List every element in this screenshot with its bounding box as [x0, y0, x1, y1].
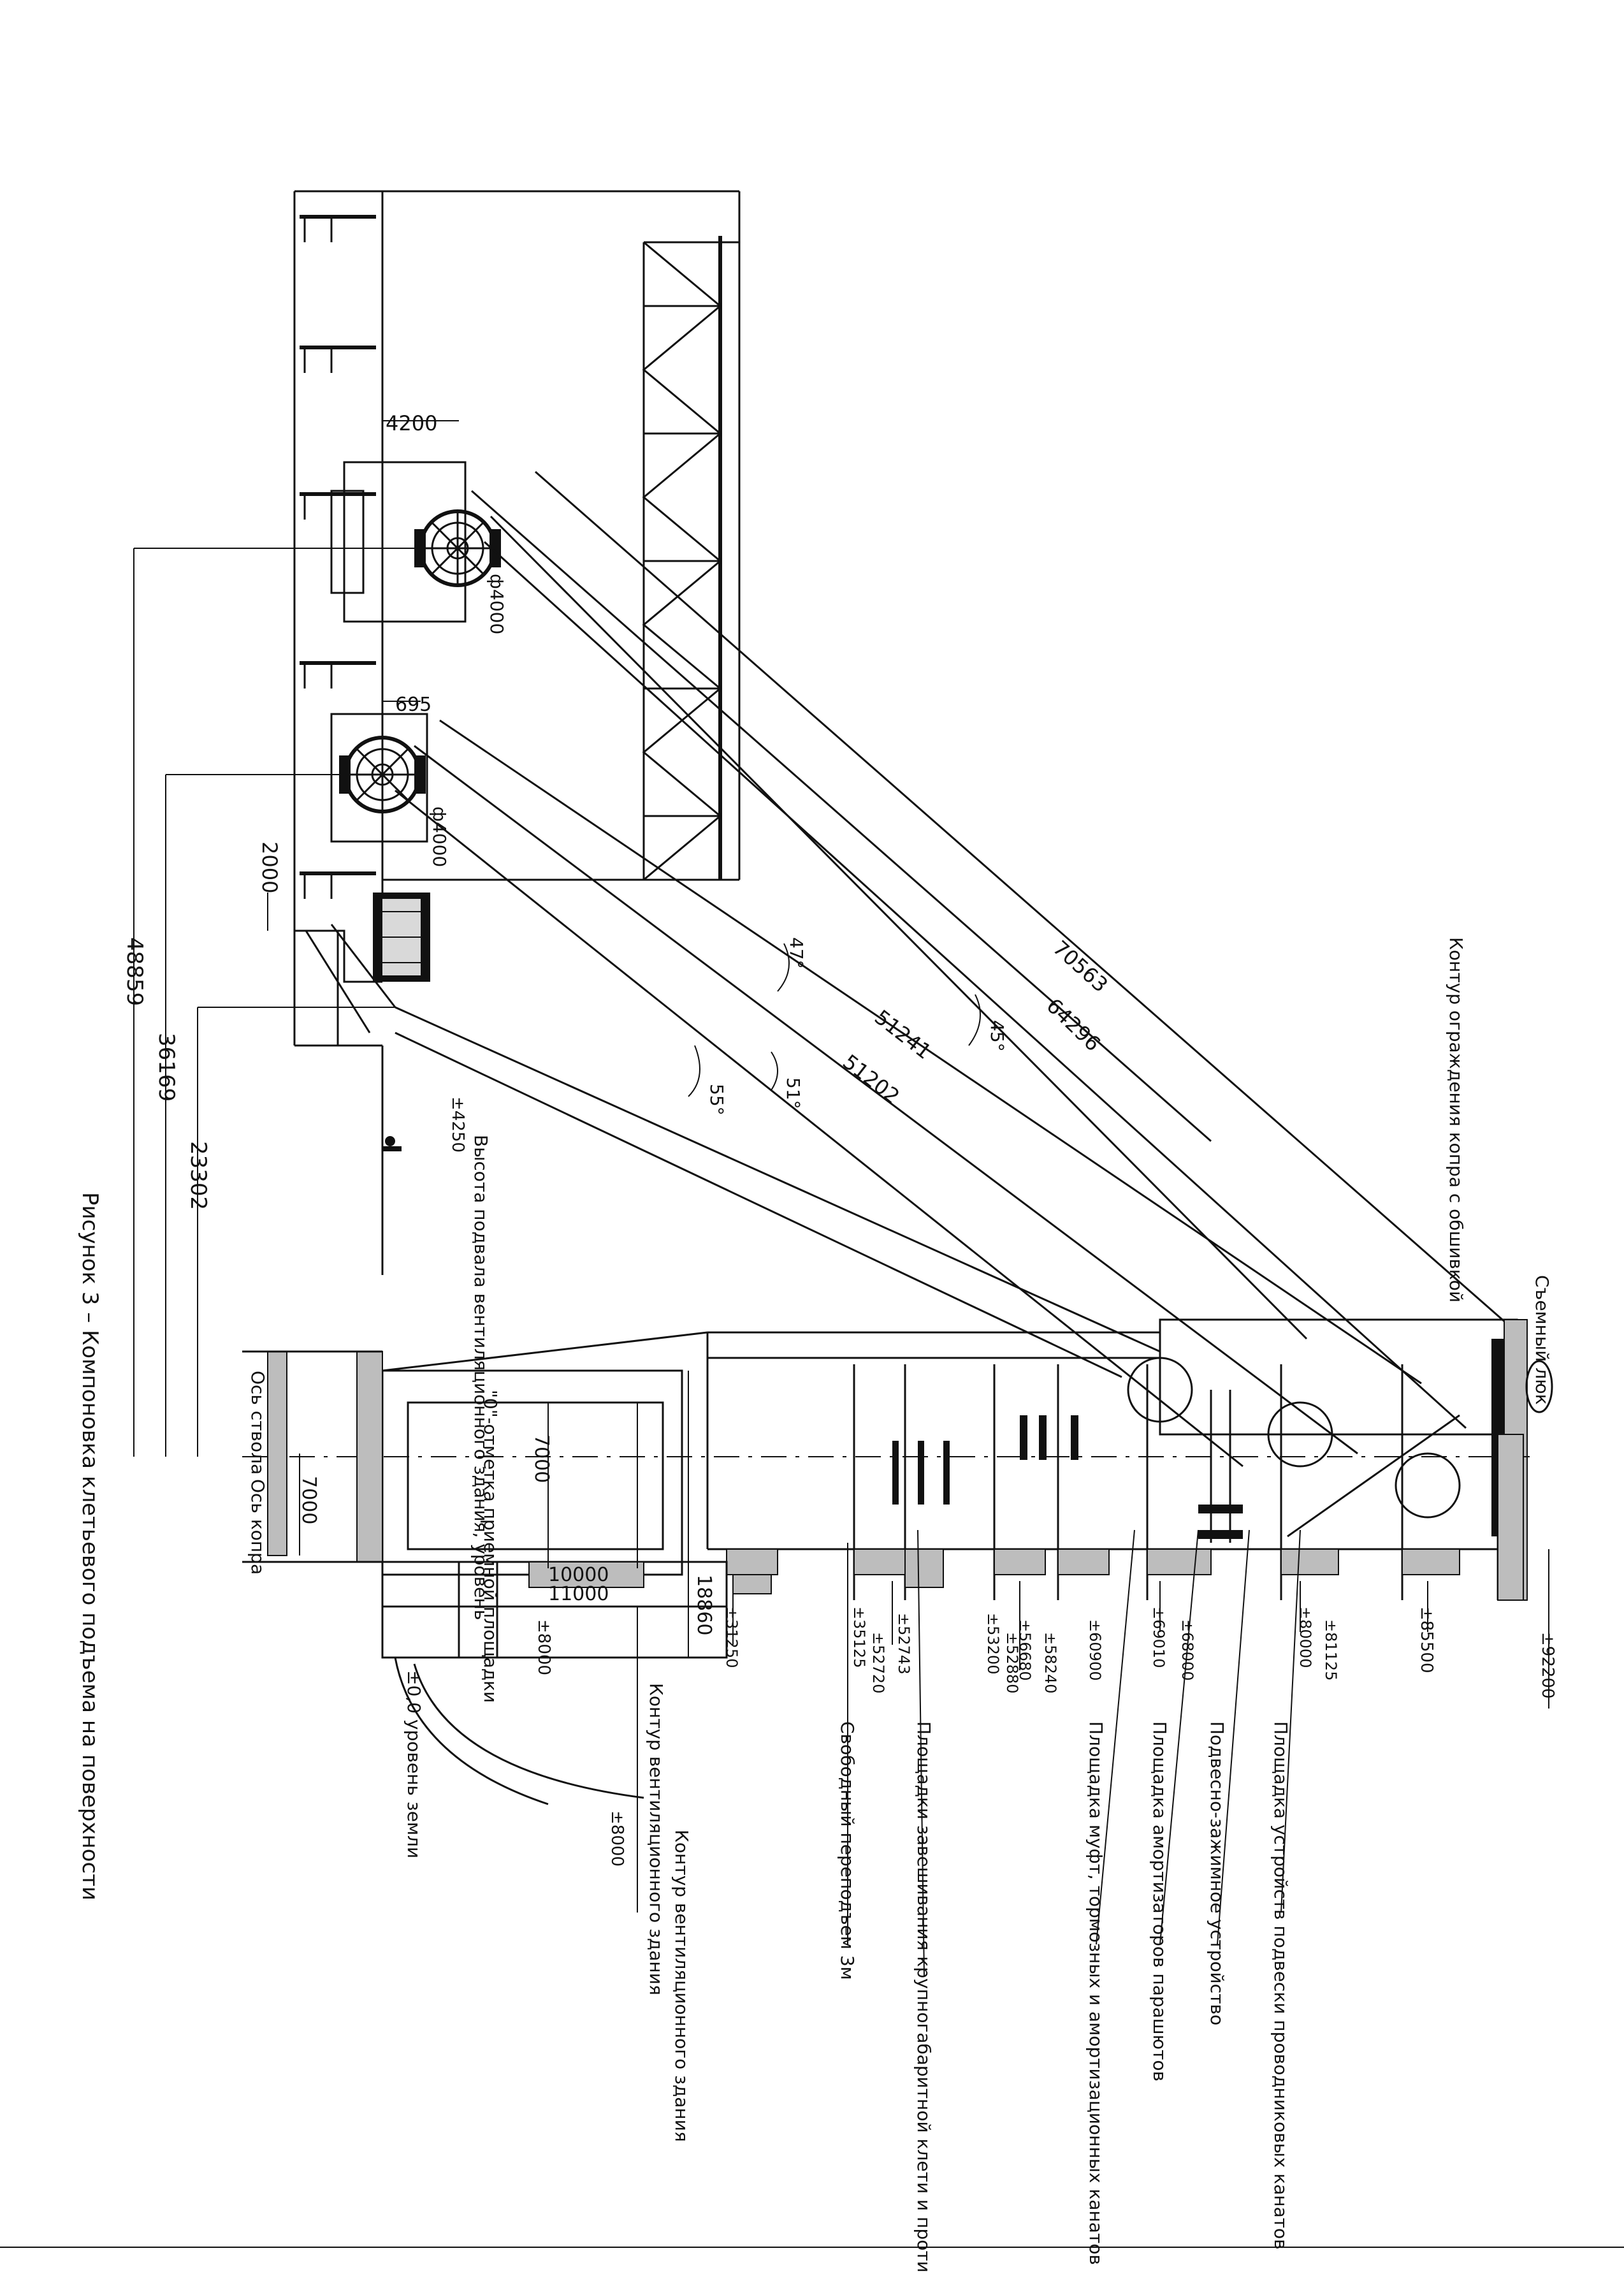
headframe-tower	[242, 1318, 1553, 1805]
callout-leaders	[637, 1529, 1301, 1977]
elev-58240: ±58240	[1041, 1632, 1059, 1693]
winder-upper	[330, 461, 501, 623]
ground-surface-curve	[413, 1663, 644, 1799]
angle-45: 45°	[987, 1020, 1008, 1052]
dim-4200: 4200	[386, 411, 437, 435]
callout-4: Площадка муфт, тормозных и амортизационн…	[1085, 1721, 1106, 2265]
elev-56680: ±56680	[1016, 1619, 1034, 1680]
label-shaft-axis: Ось ствола	[247, 1371, 268, 1475]
angle-55: 55°	[706, 1084, 727, 1116]
headframe-slabs	[726, 1434, 1524, 1601]
caption-text: Рисунок 3 – Компоновка клетьевого подъем…	[77, 1192, 103, 1900]
callout-1: Площадка устройств подвески проводниковы…	[1270, 1721, 1291, 2250]
elev-52720: ±52720	[869, 1632, 887, 1693]
callout-2: Подвесно-зажимное устройство	[1207, 1721, 1228, 2025]
dim-phi-lower: ф4000	[429, 806, 450, 867]
elev-60900: ±60900	[1086, 1619, 1104, 1680]
building-columns	[300, 215, 376, 899]
dim-10000: 10000	[548, 1564, 609, 1586]
dim-70563: 70563	[1048, 936, 1113, 997]
elev-85500: ±85500	[1417, 1607, 1436, 1673]
sheave-3	[1395, 1452, 1461, 1519]
elev-92200: ±92200	[1538, 1632, 1557, 1699]
elev-52743: ±52743	[895, 1613, 913, 1674]
callout-6: Свободный переподъем 3м	[837, 1721, 858, 1980]
elev-35125: ±35125	[850, 1607, 868, 1668]
sheave-1	[1127, 1357, 1193, 1423]
angle-arcs	[688, 943, 981, 1097]
callout-3: Площадка амортизаторов парашютов	[1149, 1721, 1170, 2081]
elev-53200: ±53200	[984, 1613, 1002, 1674]
sheave-2	[1267, 1401, 1333, 1468]
dimension-lines	[133, 420, 689, 1658]
elev-80000: ±80000	[1296, 1607, 1314, 1668]
dim-phi-upper: ф4000	[486, 574, 507, 634]
elev-52880: ±52880	[1003, 1632, 1021, 1693]
angle-47: 47°	[786, 937, 807, 969]
hoist-ropes	[395, 490, 1467, 1468]
elev-8000-b: ±8000	[607, 1811, 627, 1867]
person-marker-icon	[382, 1136, 402, 1151]
label-building-contour-2: Контур вентиляционного здания	[671, 1830, 692, 2142]
elev-4250: ±4250	[448, 1097, 467, 1153]
dim-64296: 64296	[1041, 993, 1105, 1056]
label-headframe-axis: Ось копра	[247, 1479, 268, 1575]
dim-7000-b: 7000	[530, 1434, 553, 1483]
hanging-devices	[892, 1390, 1243, 1543]
winder-lower	[330, 713, 428, 843]
label-headframe-contour: Контур ограждения копра с обшивкой	[1446, 937, 1467, 1302]
dim-51202: 51202	[838, 1049, 904, 1109]
label-ventilation-level: Высота подвала вентиляционного здания, у…	[470, 1135, 491, 1620]
dim-11000: 11000	[548, 1583, 609, 1605]
label-ground-level: ±0,0 уровень земли	[403, 1670, 424, 1858]
dim-48859: 48859	[122, 937, 147, 1006]
elevation-leaders	[732, 1549, 1549, 1709]
dim-7000-a: 7000	[298, 1476, 320, 1524]
label-zero-mark: "0"-отметка приемной площадки	[480, 1390, 501, 1703]
crane-girder-truss	[642, 236, 739, 881]
dim-18860: 18860	[693, 1575, 715, 1635]
dim-23302: 23302	[185, 1141, 211, 1210]
label-removable-hatch: Съемный люк	[1532, 1275, 1553, 1405]
callout-5: Площадки завешивания крупногабаритной кл…	[913, 1721, 934, 2274]
elev-81125: ±81125	[1322, 1619, 1340, 1680]
elev-8000-a: ±8000	[534, 1619, 553, 1675]
angle-51: 51°	[783, 1077, 804, 1109]
dim-36169: 36169	[154, 1033, 179, 1102]
cage-outline	[407, 1401, 664, 1550]
headframe-inclined-leg	[305, 924, 1161, 1378]
hoist-house	[293, 190, 741, 1275]
headframe-contour-line	[535, 470, 1518, 1334]
dim-51241: 51241	[870, 1005, 936, 1064]
dim-695: 695	[395, 694, 431, 716]
label-building-contour: Контур вентиляционного здания	[646, 1683, 667, 1995]
drawing-labels: Рисунок 3 – Компоновка клетьевого подъем…	[77, 411, 1557, 2274]
elev-31250: ±31250	[723, 1607, 741, 1668]
elev-68000: ±68000	[1178, 1619, 1196, 1680]
dim-2000: 2000	[257, 842, 282, 893]
elev-69010: ±69010	[1150, 1607, 1168, 1668]
